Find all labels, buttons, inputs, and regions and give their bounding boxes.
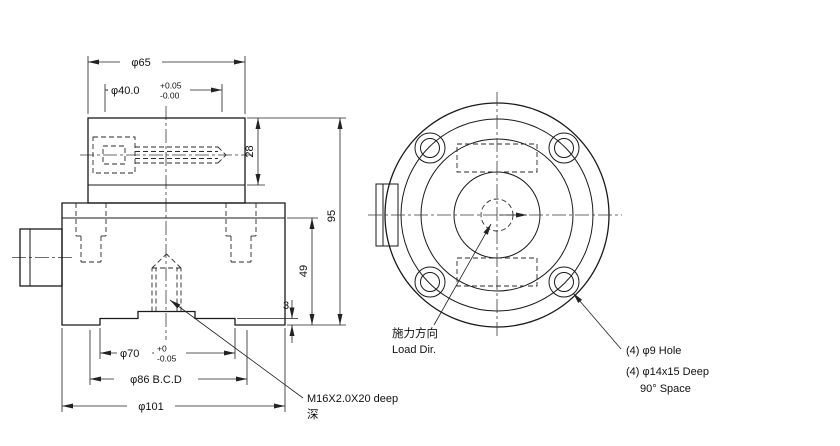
- dim-diameter-40: φ40.0 +0.05 -0.00: [104, 80, 223, 112]
- dim-diameter-70: φ70 +0 -0.05: [99, 328, 236, 364]
- thread-note-line2: 深: [307, 407, 319, 421]
- side-view-hidden-thread: [151, 253, 182, 312]
- bolt-holes: [414, 132, 580, 298]
- side-view-outline: [19, 117, 286, 326]
- bolt-hole-top-left: [414, 132, 446, 164]
- dim-bolt-circle-86: φ86 B.C.D: [89, 330, 248, 386]
- load-direction-label-en: Load Dir.: [392, 344, 436, 356]
- dim-height-28: 28: [244, 118, 265, 186]
- dim-label-phi70-tol-top: +0: [157, 344, 167, 354]
- hole-note-line2: (4) φ14x15 Deep: [626, 366, 709, 378]
- dim-label-phi40-tol-bottom: -0.00: [160, 91, 180, 101]
- side-view-hidden-bolt-holes: [75, 203, 257, 263]
- dim-diameter-101: φ101: [61, 328, 286, 413]
- top-view-centerlines: [368, 92, 622, 338]
- bolt-hole-top-right: [548, 132, 580, 164]
- hole-note-callout: (4) φ9 Hole (4) φ14x15 Deep 90° Space: [572, 292, 709, 395]
- hole-note-line1: (4) φ9 Hole: [626, 345, 681, 357]
- load-direction-callout: 施力方向 Load Dir.: [392, 212, 527, 356]
- dim-label-phi70-tol-bottom: -0.05: [157, 354, 177, 364]
- dim-height-49: 49: [287, 217, 318, 325]
- dim-label-phi40-tol-top: +0.05: [160, 81, 182, 91]
- side-view-hidden-upper: [92, 136, 227, 174]
- dim-label-49: 49: [298, 265, 310, 277]
- dim-label-3: 3: [283, 300, 289, 312]
- dim-label-phi86: φ86 B.C.D: [130, 374, 182, 386]
- bolt-hole-bottom-left: [414, 266, 446, 298]
- side-view-centerlines: [12, 106, 252, 340]
- dim-diameter-65: φ65: [87, 55, 246, 114]
- hole-note-line3: 90° Space: [640, 383, 691, 395]
- cable-entry-boss: [19, 228, 63, 287]
- top-view: 施力方向 Load Dir. (4) φ9 Hole (4) φ14x15 De…: [368, 92, 709, 395]
- thread-note-line1: M16X2.0X20 deep: [307, 393, 398, 405]
- dim-height-95: 95: [247, 117, 346, 326]
- dim-label-28: 28: [244, 145, 256, 157]
- dim-label-phi70: φ70: [120, 348, 139, 360]
- side-view: φ65 φ40.0 +0.05 -0.00 28 95: [12, 55, 398, 421]
- thread-callout: M16X2.0X20 deep 深: [169, 299, 398, 421]
- dim-label-95: 95: [326, 210, 338, 222]
- dim-height-3: 3: [237, 300, 298, 343]
- dim-label-phi65: φ65: [131, 57, 150, 69]
- dim-label-phi101: φ101: [138, 401, 164, 413]
- load-direction-label-cjk: 施力方向: [392, 326, 438, 340]
- bolt-hole-bottom-right: [548, 266, 580, 298]
- dim-label-phi40: φ40.0: [111, 85, 140, 97]
